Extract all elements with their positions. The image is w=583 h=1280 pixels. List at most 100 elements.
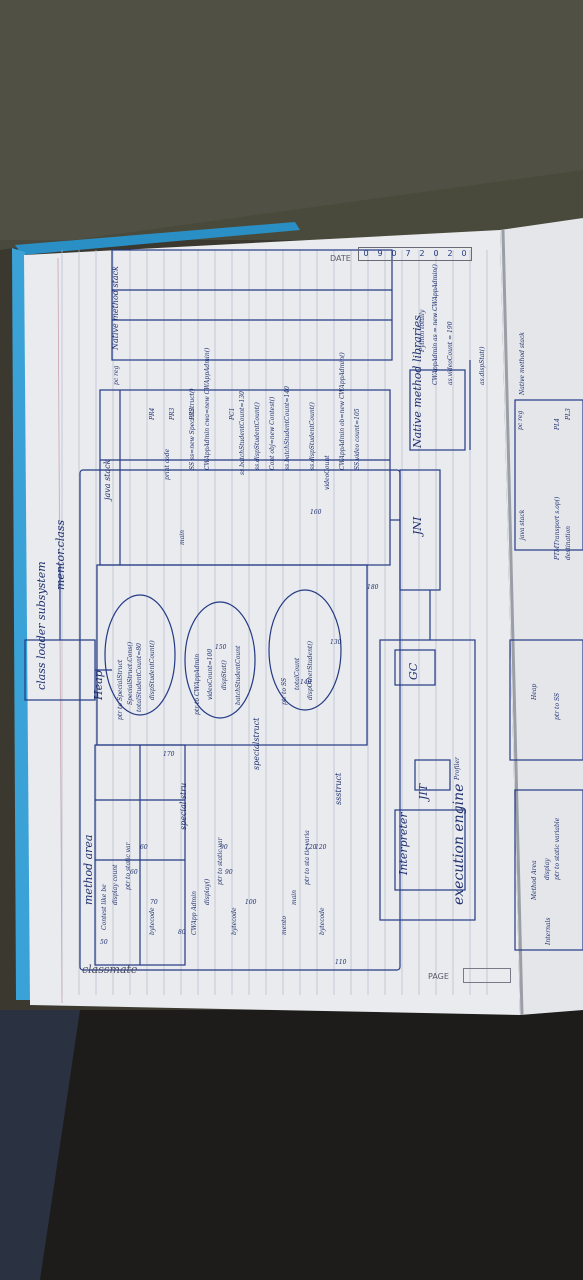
margin-number: 180 <box>367 584 379 591</box>
date-digit: 0 <box>391 249 397 258</box>
execution-engine-label: execution engine <box>451 783 467 905</box>
stack-line: main <box>179 529 186 545</box>
right-page-line: PTMTransport s.op() <box>554 496 561 560</box>
special-struct-label: specialstruct <box>252 717 261 770</box>
right-page-line: PL3 <box>565 408 572 420</box>
right-page-label: java stack <box>519 509 526 540</box>
date-digit: 9 <box>377 249 383 258</box>
heap-object: ptr to CWAppAdmin <box>194 653 201 715</box>
stack-line: SS ss=new SpecialStruct() <box>189 388 196 470</box>
date-digit: 7 <box>405 249 411 258</box>
ma-row-cell: ptr to static var <box>125 842 132 890</box>
stack-line: Cont obj=new Contest() <box>269 396 276 470</box>
ma-row-value: 90 <box>220 844 228 851</box>
date-boxes: 0 9 0 7 2 0 2 0 <box>358 247 472 261</box>
profiler-label: Profiler <box>454 757 461 780</box>
interpreter-label: Interpreter <box>397 812 410 875</box>
heap-line: batchStudentCount <box>235 645 242 705</box>
margin-number: 60 <box>130 869 138 876</box>
ma-row-value: 60 <box>140 844 148 851</box>
right-note: as.videoCount = 190 <box>447 321 454 385</box>
heap-line: SpecialStruct.Cons() <box>127 641 134 705</box>
stack-line: ss.batchStudentCount=140 <box>284 386 291 470</box>
date-digit: 2 <box>419 249 425 258</box>
right-page-line: ptr to static variable <box>554 817 561 880</box>
date-digit: 0 <box>363 249 369 258</box>
pr-label: PR2 <box>189 407 196 420</box>
ssstruct-label: ssstruct <box>334 772 343 805</box>
page-number-boxes <box>463 968 511 983</box>
stack-line: CWAppAdmin cwa=new CWAppAdmin() <box>204 347 211 470</box>
heap-line: videoCount=100 <box>207 648 214 700</box>
heap-line: dispStudentCount() <box>149 640 156 700</box>
ma-row-cell: ptr to sta tic varia <box>304 830 311 885</box>
ma-row-cell: main <box>291 889 298 905</box>
java-stack-label: java stack <box>103 459 112 501</box>
right-page-label: Internals <box>545 917 552 945</box>
margin-number: 160 <box>310 509 322 516</box>
method-area-label: method area <box>82 834 95 906</box>
pr-label: PR3 <box>169 407 176 420</box>
heap-line: dispOtherStudent() <box>307 640 314 700</box>
stack-line: print code <box>164 448 171 480</box>
margin-number: 100 <box>245 899 257 906</box>
right-page-label: Heap <box>531 683 538 700</box>
date-digit: 2 <box>447 249 453 258</box>
special-stru-label: special stru <box>179 782 188 830</box>
date-digit: 0 <box>433 249 439 258</box>
margin-number: 70 <box>150 899 158 906</box>
jit-label: JIT <box>417 783 430 800</box>
right-page-label: Method Area <box>531 860 538 900</box>
stack-line: ss.batchStudentCount=130 <box>239 391 246 475</box>
jni-label: JNI <box>411 516 424 535</box>
margin-number: 110 <box>335 959 347 966</box>
ma-row-name: mento <box>281 915 288 935</box>
gc-label: GC <box>407 662 420 680</box>
heap-line: totalStudentCount=80 <box>136 643 143 712</box>
date-label: DATE <box>330 254 351 263</box>
margin-number: 130 <box>330 639 342 646</box>
stack-line: videoCount <box>324 455 331 490</box>
mentor-class-label: mentor.class <box>54 519 67 590</box>
stack-line: SS.video count=105 <box>354 408 361 470</box>
right-page-line: destination <box>565 525 572 560</box>
date-digit: 0 <box>461 249 467 258</box>
heap-label: Heap <box>92 670 105 700</box>
stack-line: ss.dispStudentCount() <box>309 402 316 470</box>
ma-row-cell: display count <box>112 864 119 905</box>
margin-number: 90 <box>225 869 233 876</box>
right-note: as.dispStat() <box>479 346 486 385</box>
margin-number: 120 <box>315 844 327 851</box>
pr-label: PR4 <box>149 407 156 420</box>
stack-line: CWAppAdmin ob=new CWAppAdmin() <box>339 352 346 470</box>
right-note: CWAppAdmin as = new CWAppAdmin() <box>432 264 439 385</box>
pc-reg-label: pc reg <box>113 365 120 385</box>
class-loader-label: class loader subsystem <box>35 561 48 690</box>
page-label: PAGE <box>428 972 449 981</box>
heap-line: dispStat() <box>221 660 228 690</box>
ma-row-name: Contest like be <box>101 884 108 930</box>
heap-object: ptr to SpecialStruct <box>117 659 124 720</box>
ma-row-value: 120 <box>305 844 317 851</box>
ma-row-bytecode: bytecode <box>149 907 156 935</box>
margin-number: 50 <box>100 939 108 946</box>
margin-number: 170 <box>163 751 175 758</box>
right-page-line: PL4 <box>554 418 561 430</box>
margin-number: 80 <box>178 929 186 936</box>
margin-number: 150 <box>215 644 227 651</box>
right-page-label: Native method stack <box>519 332 526 395</box>
ma-row-cell: display() <box>204 878 211 905</box>
right-page-line: display <box>544 858 551 880</box>
heap-object: ptr to SS <box>281 677 288 705</box>
brand-label: classmate <box>82 963 138 976</box>
native-method-stack-label: Native method stack <box>111 266 120 350</box>
right-note: Python totally <box>419 309 426 352</box>
ma-row-bytecode: bytecode <box>319 907 326 935</box>
ma-row-bytecode: bytecode <box>231 907 238 935</box>
ma-row-name: CWApp Admin <box>191 890 198 935</box>
right-page-label: pc reg <box>517 410 524 430</box>
margin-number: 140 <box>300 679 312 686</box>
right-page-line: ptr to SS <box>554 692 561 720</box>
stack-line: ss.dispStudentCount() <box>254 402 261 470</box>
